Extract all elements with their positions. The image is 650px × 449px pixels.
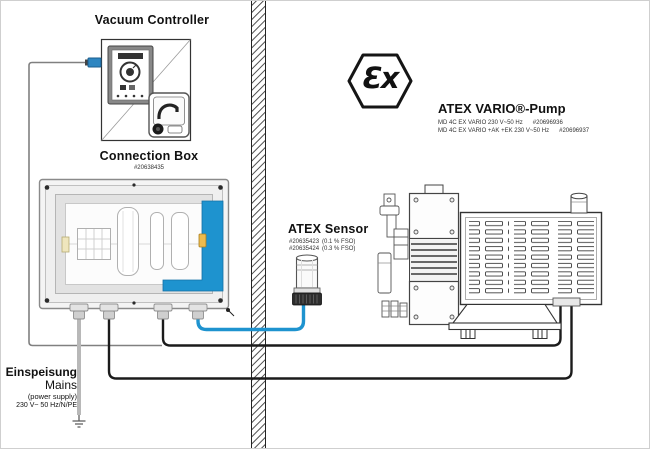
sensor-variant-line-1: #20635423(0.1 % FSO) xyxy=(289,239,355,246)
mains-label-block: Einspeisung Mains (power supply) 230 V~ … xyxy=(5,365,77,409)
pump-model-line-2: MD 4C EX VARIO +AK +EK 230 V~50 Hz #20696… xyxy=(438,128,589,135)
connection-box-title: Connection Box xyxy=(99,149,199,163)
sensor-title: ATEX Sensor xyxy=(288,222,369,236)
controller-device-b xyxy=(148,92,190,138)
yellow-connector xyxy=(198,233,207,248)
sensor-part: #20635423 xyxy=(289,239,320,245)
left-terminal xyxy=(61,236,70,253)
ex-atex-icon xyxy=(347,53,413,109)
mains-note: (power supply) xyxy=(27,392,77,402)
sensor-tube xyxy=(196,303,306,332)
pump-model-line-1: MD 4C EX VARIO 230 V~50 Hz #20696936 xyxy=(438,120,563,127)
ex-glyph: Ɛx xyxy=(362,61,400,95)
pump-stand xyxy=(451,303,559,324)
mains-spec: 230 V~ 50 Hz/N/PE xyxy=(16,401,77,409)
cable-glands xyxy=(69,303,208,320)
pump-model-part: #20696937 xyxy=(559,128,590,134)
atex-sensor-graphic xyxy=(292,254,322,306)
sensor-spec: (0.1 % FSO) xyxy=(322,239,356,245)
mains-label-de: Einspeisung xyxy=(5,365,77,379)
pump-rib-section xyxy=(409,238,459,282)
box-screws xyxy=(44,183,223,305)
vacuum-controller-graphic xyxy=(85,38,192,142)
pump-model-name: MD 4C EX VARIO 230 V~50 Hz xyxy=(438,120,523,126)
sensor-spec: (0.3 % FSO) xyxy=(322,246,356,252)
connection-box-graphic xyxy=(38,178,235,320)
controller-plug xyxy=(85,57,102,68)
sensor-part: #20635424 xyxy=(289,246,320,252)
mains-label-en: Mains xyxy=(44,378,77,393)
controller-cable xyxy=(28,61,162,347)
controller-device-a xyxy=(107,45,154,105)
terminal-outlet xyxy=(552,297,581,307)
pump-fittings xyxy=(377,193,409,318)
pump-power-cables xyxy=(107,303,573,380)
mains-cable xyxy=(72,307,86,428)
pump-title: ATEX VARIO®-Pump xyxy=(438,101,566,116)
vacuum-controller-title: Vacuum Controller xyxy=(94,13,210,27)
pump-graphic xyxy=(377,184,603,339)
wall-hatched xyxy=(251,1,266,448)
pump-model-name: MD 4C EX VARIO +AK +EK 230 V~50 Hz xyxy=(438,128,550,134)
blue-panel xyxy=(162,200,224,292)
internal-components xyxy=(77,207,189,276)
pump-model-part: #20696936 xyxy=(532,120,563,126)
sensor-variant-line-2: #20635424(0.3 % FSO) xyxy=(289,246,355,253)
connection-box-part-number: #20638435 xyxy=(133,165,165,171)
ground-screw xyxy=(226,308,235,317)
ground-icon xyxy=(72,415,86,428)
